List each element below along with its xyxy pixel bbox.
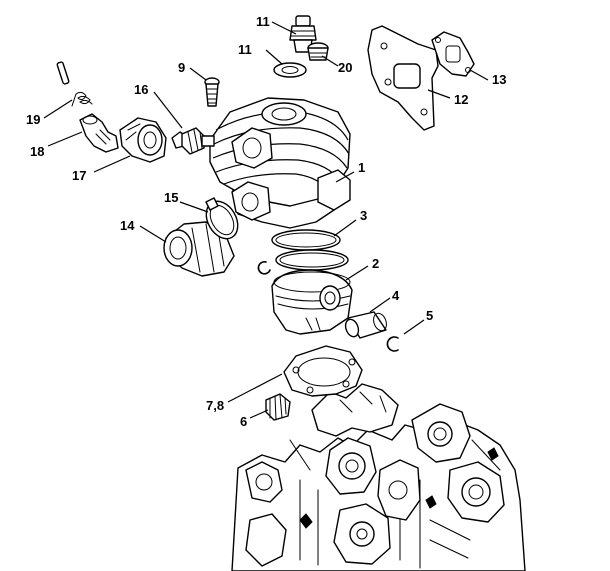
callout-6: 6 — [240, 414, 247, 429]
callout-2: 2 — [372, 256, 379, 271]
exhaust-gasket — [431, 31, 475, 77]
callout-14: 14 — [120, 218, 135, 233]
leader-lines — [43, 21, 489, 419]
callout-11: 11 — [238, 42, 252, 57]
muffler-gasket — [367, 25, 439, 131]
cylinder — [209, 97, 351, 229]
callout-20: 20 — [338, 60, 352, 75]
piston-rings — [271, 229, 349, 271]
callout-16: 16 — [134, 82, 148, 97]
piston — [271, 269, 353, 335]
callout-3: 3 — [360, 208, 367, 223]
spark-plug-boot — [119, 117, 167, 163]
callout-19: 19 — [26, 112, 40, 127]
callout-15: 15 — [164, 190, 178, 205]
needle-cage — [265, 393, 291, 421]
crankcase — [231, 383, 526, 571]
piston-pin — [344, 311, 387, 339]
elbow-connector — [79, 113, 119, 153]
callout-1: 1 — [358, 160, 365, 175]
screw — [204, 77, 220, 107]
callout-9: 9 — [178, 60, 185, 75]
callout-17: 17 — [72, 168, 86, 183]
circlip-left — [257, 261, 271, 275]
spring — [56, 61, 93, 107]
callout-12: 12 — [454, 92, 468, 107]
callout-10: 11 — [256, 14, 270, 29]
spark-plug — [171, 127, 215, 155]
callout-7-8: 7,8 — [206, 398, 224, 413]
hose-clamp — [205, 197, 239, 240]
callout-5: 5 — [426, 308, 433, 323]
washer — [273, 62, 307, 78]
callout-labels: 11 11 20 9 16 19 18 17 13 12 1 15 14 3 2… — [26, 14, 506, 429]
callout-4: 4 — [392, 288, 400, 303]
circlip — [386, 336, 399, 352]
callout-13: 13 — [492, 72, 506, 87]
cylinder-base-gasket — [283, 345, 363, 397]
decompression-valve — [289, 15, 317, 53]
callout-18: 18 — [30, 144, 44, 159]
